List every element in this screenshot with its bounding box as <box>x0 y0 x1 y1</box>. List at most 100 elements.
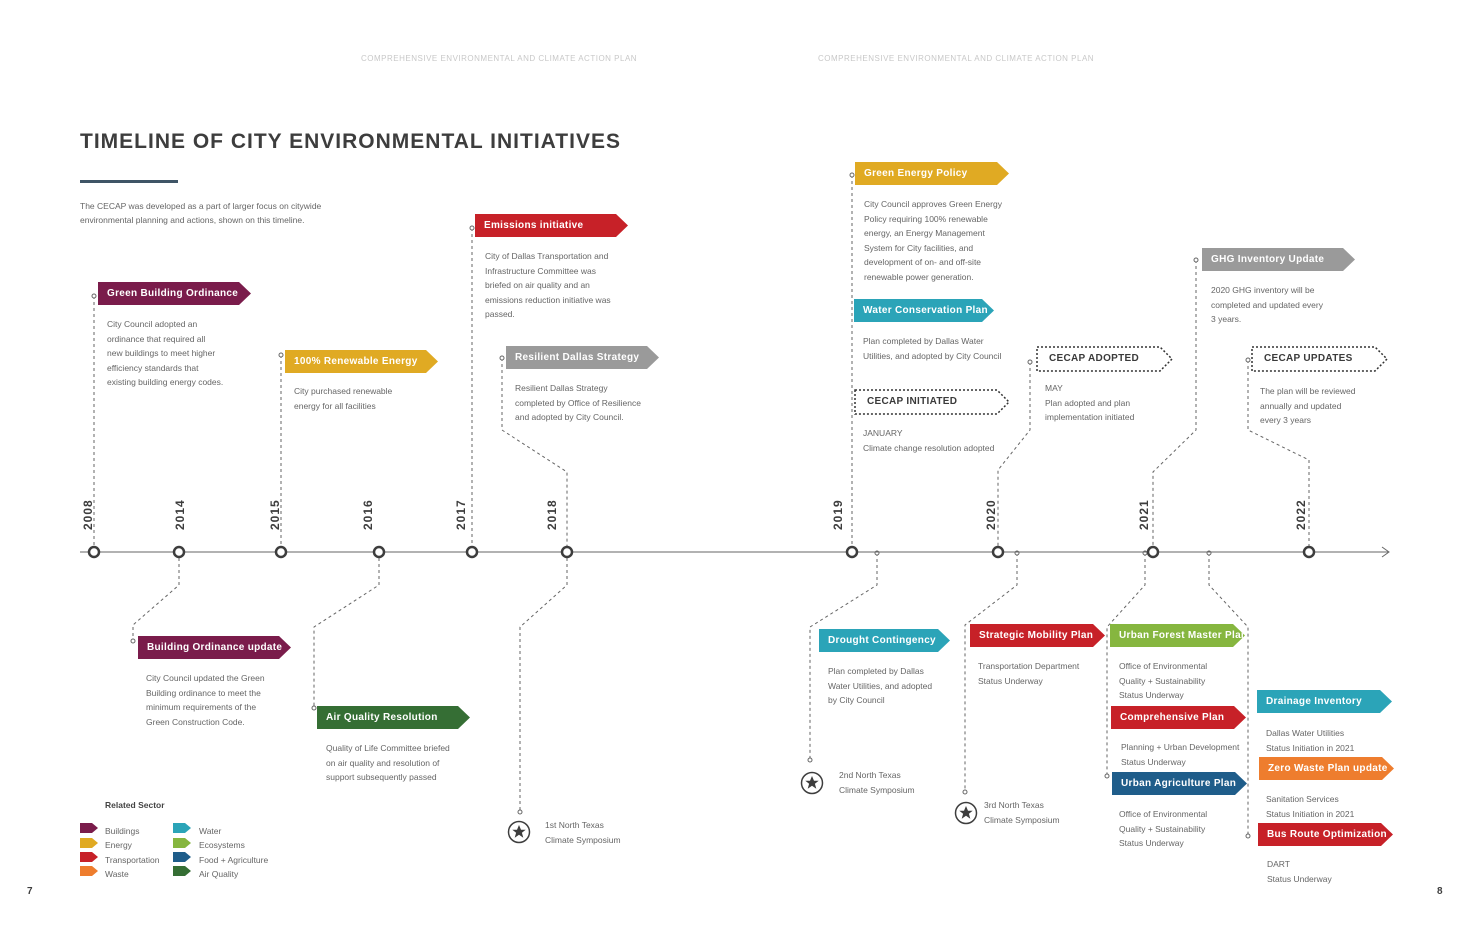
label-emissions-initiative: Emissions initiative <box>475 214 628 237</box>
label-green-building-ordinance: Green Building Ordinance <box>98 282 251 305</box>
node-2008 <box>87 545 101 559</box>
connector-2021 <box>1152 260 1197 546</box>
legend-swatch-air-quality <box>173 866 191 876</box>
star-icon <box>507 820 531 844</box>
legend-label-ecosystems: Ecosystems <box>199 840 245 850</box>
label-bus-route: Bus Route Optimization <box>1258 823 1393 846</box>
connector-2020-lower <box>964 553 1018 792</box>
legend-label-buildings: Buildings <box>105 826 140 836</box>
legend-swatch-ecosystems <box>173 838 191 848</box>
legend-swatch-energy <box>80 838 98 848</box>
page-title: TIMELINE OF CITY ENVIRONMENTAL INITIATIV… <box>80 130 621 153</box>
label-urban-agriculture: Urban Agriculture Plan <box>1112 772 1247 795</box>
node-2018 <box>560 545 574 559</box>
year-2016: 2016 <box>361 499 375 530</box>
label-ghg-inventory: GHG Inventory Update <box>1202 248 1355 271</box>
year-2015: 2015 <box>268 499 282 530</box>
legend-swatch-transportation <box>80 852 98 862</box>
legend-label-food-agriculture: Food + Agriculture <box>199 855 269 865</box>
label-drainage-inventory: Drainage Inventory <box>1257 690 1392 713</box>
connector-2021b-lower <box>1208 553 1249 836</box>
star-icon <box>954 801 978 825</box>
label-resilient-dallas: Resilient Dallas Strategy <box>506 346 659 369</box>
node-2022 <box>1302 545 1316 559</box>
year-2017: 2017 <box>454 499 468 530</box>
year-2022: 2022 <box>1294 499 1308 530</box>
year-2008: 2008 <box>81 499 95 530</box>
title-underline <box>80 180 178 183</box>
node-2021 <box>1146 545 1160 559</box>
page-number-left: 7 <box>27 886 33 897</box>
legend-label-transportation: Transportation <box>105 855 160 865</box>
label-comprehensive-plan: Comprehensive Plan <box>1111 706 1246 729</box>
connector-2018 <box>501 358 568 546</box>
star-icon <box>800 771 824 795</box>
label-building-ordinance-update: Building Ordinance update <box>138 636 291 659</box>
label-renewable-energy: 100% Renewable Energy <box>285 350 438 373</box>
connector-2014-lower <box>132 558 180 641</box>
label-air-quality-resolution: Air Quality Resolution <box>317 706 470 729</box>
legend-swatch-buildings <box>80 823 98 833</box>
node-2017 <box>465 545 479 559</box>
node-2016 <box>372 545 386 559</box>
legend-swatch-water <box>173 823 191 833</box>
label-strategic-mobility: Strategic Mobility Plan <box>970 624 1105 647</box>
node-2019 <box>845 545 859 559</box>
label-drought-contingency: Drought Contingency <box>819 629 950 652</box>
label-cecap-updates: CECAP UPDATES <box>1255 349 1370 369</box>
connector-2016-lower <box>313 558 380 708</box>
connector-2019-lower <box>809 553 878 760</box>
connector-2018-lower <box>519 558 568 812</box>
legend-title: Related Sector <box>105 800 165 810</box>
label-green-energy-policy: Green Energy Policy <box>855 162 1009 185</box>
legend-label-energy: Energy <box>105 840 132 850</box>
year-2014: 2014 <box>173 499 187 530</box>
year-nodes <box>87 545 1316 559</box>
legend-swatch-waste <box>80 866 98 876</box>
page-number-right: 8 <box>1437 886 1443 897</box>
node-2015 <box>274 545 288 559</box>
label-cecap-initiated: CECAP INITIATED <box>858 392 978 412</box>
legend-label-air-quality: Air Quality <box>199 869 239 879</box>
label-cecap-adopted: CECAP ADOPTED <box>1040 349 1155 369</box>
connector-lines <box>93 175 1310 836</box>
legend-label-waste: Waste <box>105 869 129 879</box>
node-2020 <box>991 545 1005 559</box>
connector-2021-lower <box>1106 553 1146 776</box>
star-icons <box>507 771 978 844</box>
legend-swatch-food-agriculture <box>173 852 191 862</box>
intro-text: The CECAP was developed as a part of lar… <box>80 201 322 225</box>
year-2021: 2021 <box>1137 499 1151 530</box>
year-2018: 2018 <box>545 499 559 530</box>
label-zero-waste: Zero Waste Plan update <box>1259 757 1394 780</box>
axis-arrow-icon <box>1381 546 1390 558</box>
year-2019: 2019 <box>831 499 845 530</box>
legend-label-water: Water <box>199 826 222 836</box>
connector-ends <box>91 172 1251 839</box>
connector-2022 <box>1247 360 1310 546</box>
label-urban-forest: Urban Forest Master Plan <box>1110 624 1245 647</box>
label-water-conservation: Water Conservation Plan <box>854 299 994 322</box>
